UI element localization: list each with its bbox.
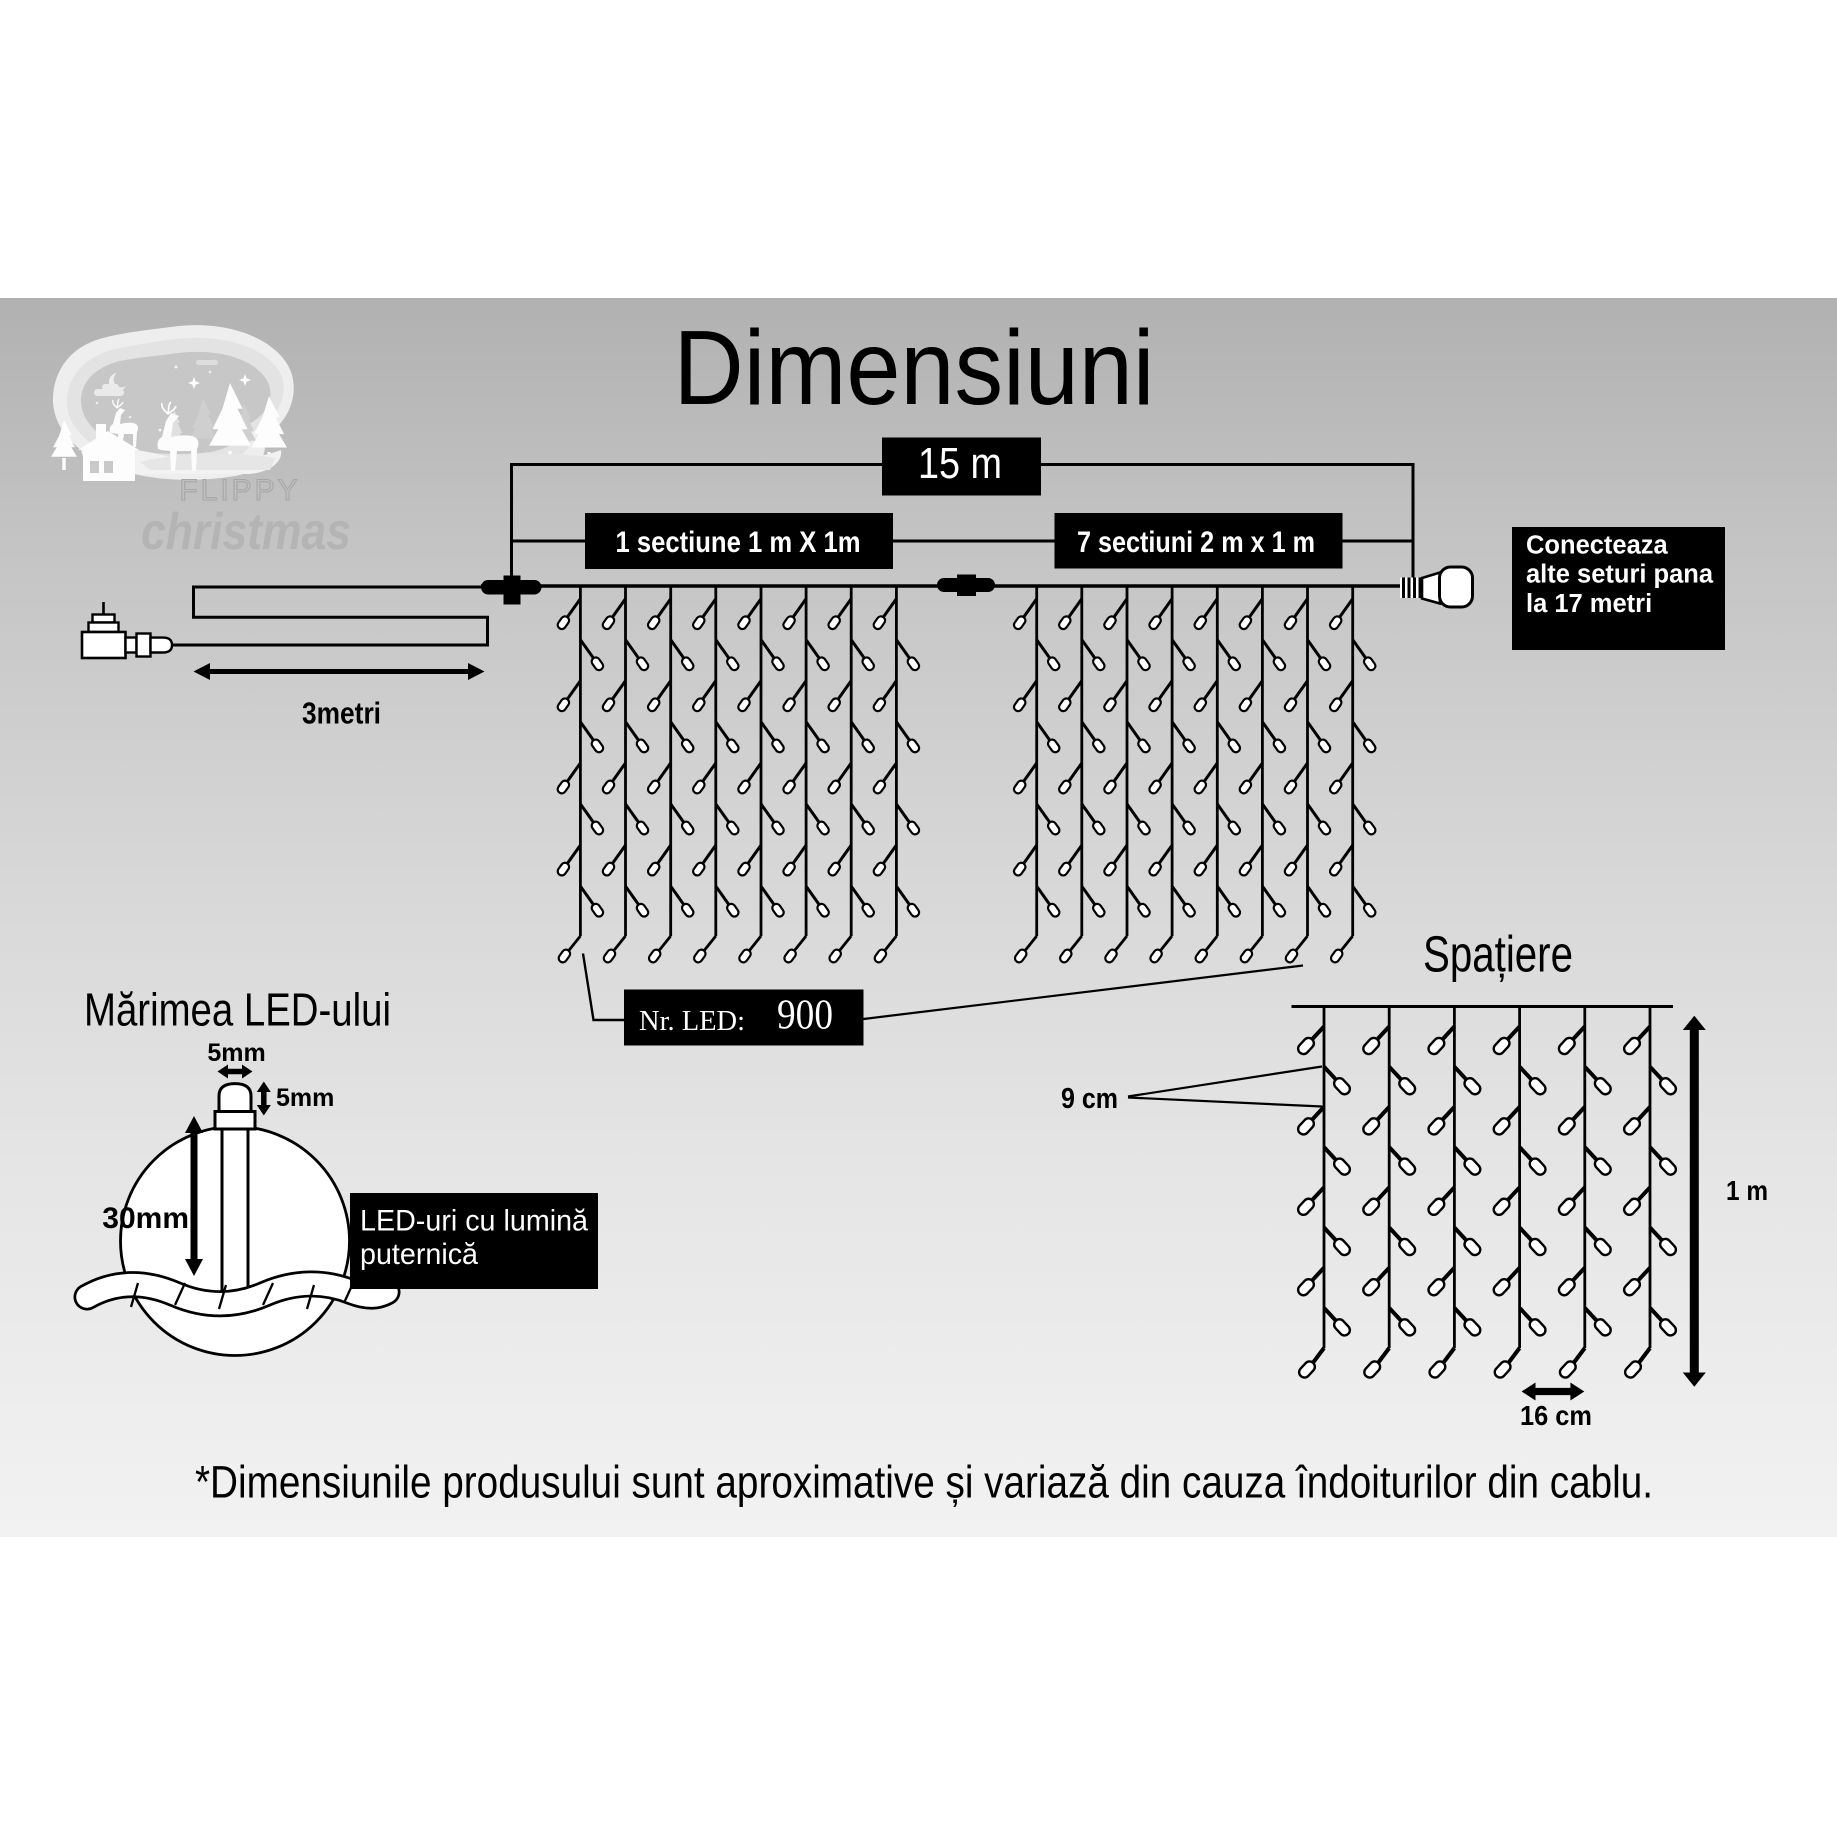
svg-text:alte seturi pana: alte seturi pana — [1526, 561, 1714, 589]
svg-text:Mărimea LED-ului: Mărimea LED-ului — [84, 984, 391, 1036]
svg-text:5mm: 5mm — [207, 1039, 265, 1067]
svg-text:Dimensiuni: Dimensiuni — [674, 309, 1155, 427]
svg-text:15 m: 15 m — [918, 439, 1002, 488]
svg-text:16 cm: 16 cm — [1520, 1400, 1592, 1431]
svg-text:900: 900 — [777, 993, 833, 1039]
svg-text:3metri: 3metri — [302, 696, 381, 731]
svg-text:9 cm: 9 cm — [1061, 1083, 1118, 1115]
svg-text:Conecteaza: Conecteaza — [1526, 532, 1669, 560]
svg-text:30mm: 30mm — [102, 1202, 189, 1235]
svg-text:7 sectiuni 2 m x 1 m: 7 sectiuni 2 m x 1 m — [1077, 526, 1315, 559]
svg-text:christmas: christmas — [141, 503, 351, 561]
svg-text:puternică: puternică — [360, 1238, 478, 1271]
svg-text:Spațiere: Spațiere — [1423, 926, 1573, 983]
svg-text:LED-uri cu lumină: LED-uri cu lumină — [360, 1205, 588, 1238]
svg-text:Nr. LED:: Nr. LED: — [639, 1005, 745, 1037]
svg-text:la 17 metri: la 17 metri — [1526, 590, 1652, 618]
svg-text:FLIPPY: FLIPPY — [179, 474, 300, 507]
svg-text:1 sectiune 1 m X 1m: 1 sectiune 1 m X 1m — [616, 526, 861, 559]
svg-text:1 m: 1 m — [1726, 1175, 1768, 1206]
svg-text:*Dimensiunile produsului sunt: *Dimensiunile produsului sunt aproximati… — [195, 1457, 1653, 1508]
svg-text:5mm: 5mm — [276, 1084, 334, 1112]
